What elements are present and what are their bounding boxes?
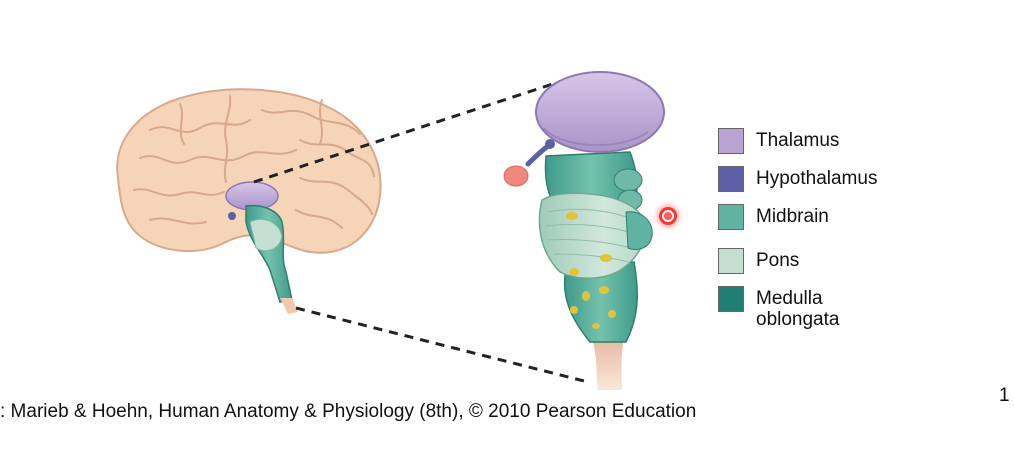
legend-item-thalamus: Thalamus [718,128,918,166]
pituitary-gland [503,165,529,187]
legend-swatch-thalamus [718,128,744,154]
legend-label-pons: Pons [756,250,800,271]
legend-swatch-midbrain [718,204,744,230]
optic-chiasm [545,139,555,149]
thalamus [535,71,665,153]
cranial-nerves [566,212,616,329]
legend-item-pons: Pons [718,248,918,286]
legend-item-hypothalamus: Hypothalamus [718,166,918,204]
legend-swatch-medulla-oblongata [718,286,744,312]
legend-label-thalamus: Thalamus [756,130,840,151]
zoom-line-bottom [295,306,589,384]
legend-swatch-pons [718,248,744,274]
legend-label-midbrain: Midbrain [756,206,829,227]
spinal-cord-small [280,298,298,314]
legend-item-medulla-oblongata: Medulla oblongata [718,286,918,334]
colliculus-upper [613,168,643,192]
page-number: 1 [999,385,1010,406]
cerebrum-gyri [133,95,375,229]
thalamus-underside [543,127,649,147]
legend-item-midbrain: Midbrain [718,204,918,242]
medulla-oblongata [563,261,638,343]
spinal-cord [592,338,624,390]
pons-small [249,218,283,252]
hypothalamus [525,143,551,167]
image-credit-caption: : Marieb & Hoehn, Human Anatomy & Physio… [0,401,697,422]
cerebrum-shape [116,88,382,254]
whole-brain-illustration [116,88,382,314]
legend: Thalamus Hypothalamus Midbrain Pons Medu… [718,128,918,334]
zoom-line-top [253,78,566,184]
brainstem-enlarged [503,71,665,390]
cerebellar-peduncle [625,211,653,250]
legend-label-medulla-oblongata: Medulla oblongata [756,288,840,330]
legend-label-hypothalamus: Hypothalamus [756,168,878,189]
legend-swatch-hypothalamus [718,166,744,192]
hypothalamus-small [228,212,236,220]
laser-pointer-dot [659,207,677,225]
